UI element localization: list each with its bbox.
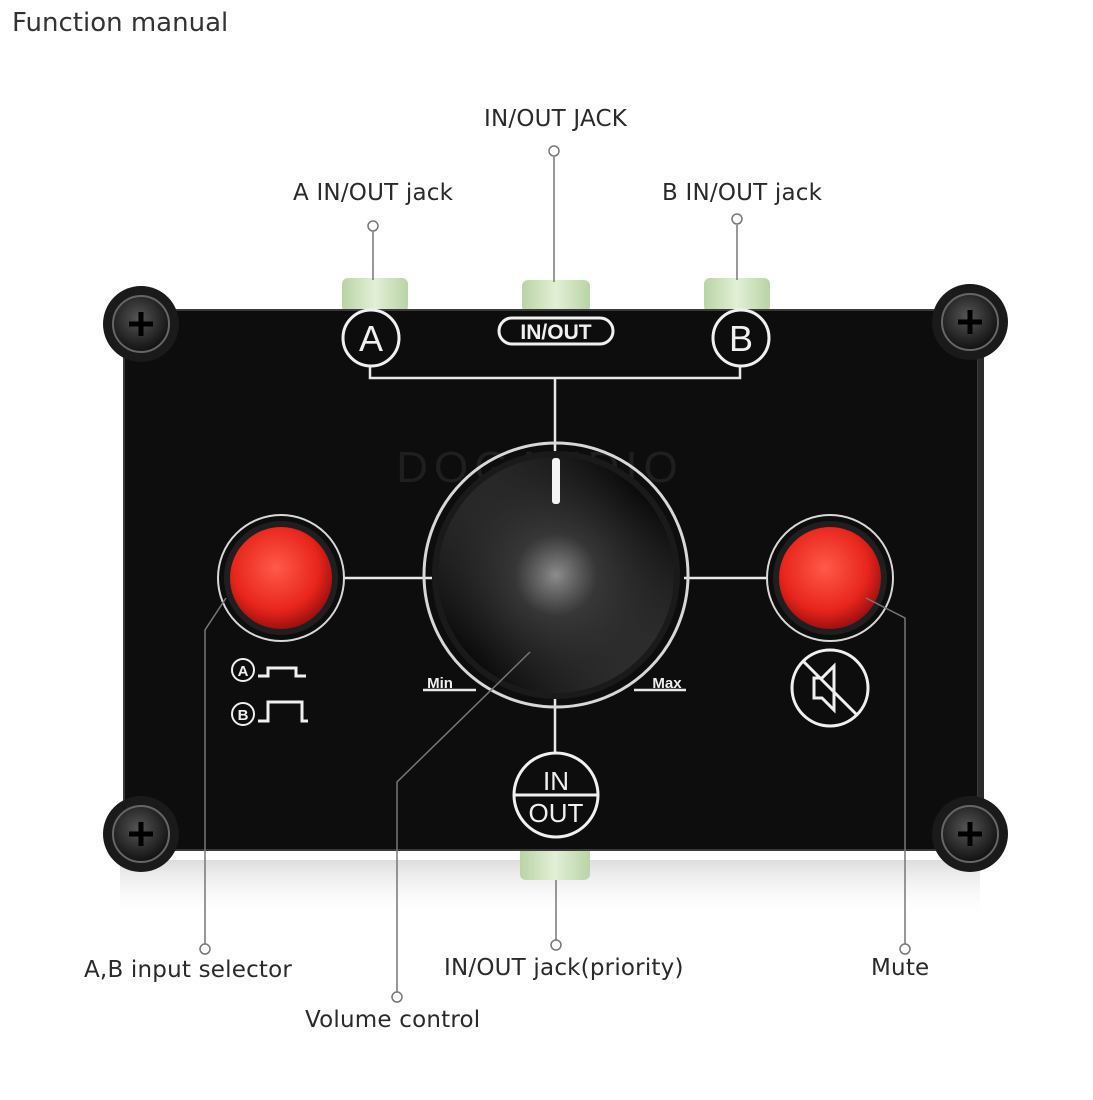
screw-bottom-right-icon (932, 796, 1008, 872)
port-b-marker (711, 308, 771, 368)
jack-a (342, 278, 408, 312)
jack-b (704, 278, 770, 312)
port-inout-marker (497, 316, 615, 346)
svg-text:B: B (238, 707, 249, 724)
ab-selector-button[interactable] (217, 514, 345, 642)
screw-top-left-icon (103, 286, 179, 362)
jack-inout-bottom (520, 846, 590, 880)
jack-inout-top (522, 280, 590, 312)
screw-top-right-icon (932, 284, 1008, 360)
label-in-out-jack: IN/OUT JACK (484, 106, 628, 132)
bottom-inout-marker: IN OUT (512, 751, 600, 839)
mute-icon (790, 648, 870, 728)
callout-dots (199, 145, 911, 1003)
label-ab-selector: A,B input selector (84, 957, 293, 983)
volume-max-label: Max (652, 675, 682, 692)
bottom-in-text: IN (543, 766, 569, 796)
callout-lines (204, 157, 906, 992)
label-a-in-out-jack: A IN/OUT jack (293, 180, 454, 206)
label-b-in-out-jack: B IN/OUT jack (662, 180, 823, 206)
volume-knob[interactable] (422, 441, 690, 709)
volume-min-label: Min (427, 675, 453, 692)
page-title: Function manual (12, 8, 229, 38)
port-a-text: A (359, 318, 383, 359)
port-a-marker (341, 308, 401, 368)
mute-button[interactable] (766, 514, 894, 642)
svg-text:A: A (238, 663, 249, 680)
selector-legend: A B (231, 658, 308, 726)
port-inout-text: IN/OUT (520, 321, 591, 344)
label-mute: Mute (871, 955, 930, 981)
port-b-text: B (729, 318, 753, 359)
bottom-out-text: OUT (529, 798, 584, 828)
screw-bottom-left-icon (103, 796, 179, 872)
label-in-out-priority: IN/OUT jack(priority) (444, 955, 684, 981)
label-volume-control: Volume control (305, 1007, 481, 1033)
